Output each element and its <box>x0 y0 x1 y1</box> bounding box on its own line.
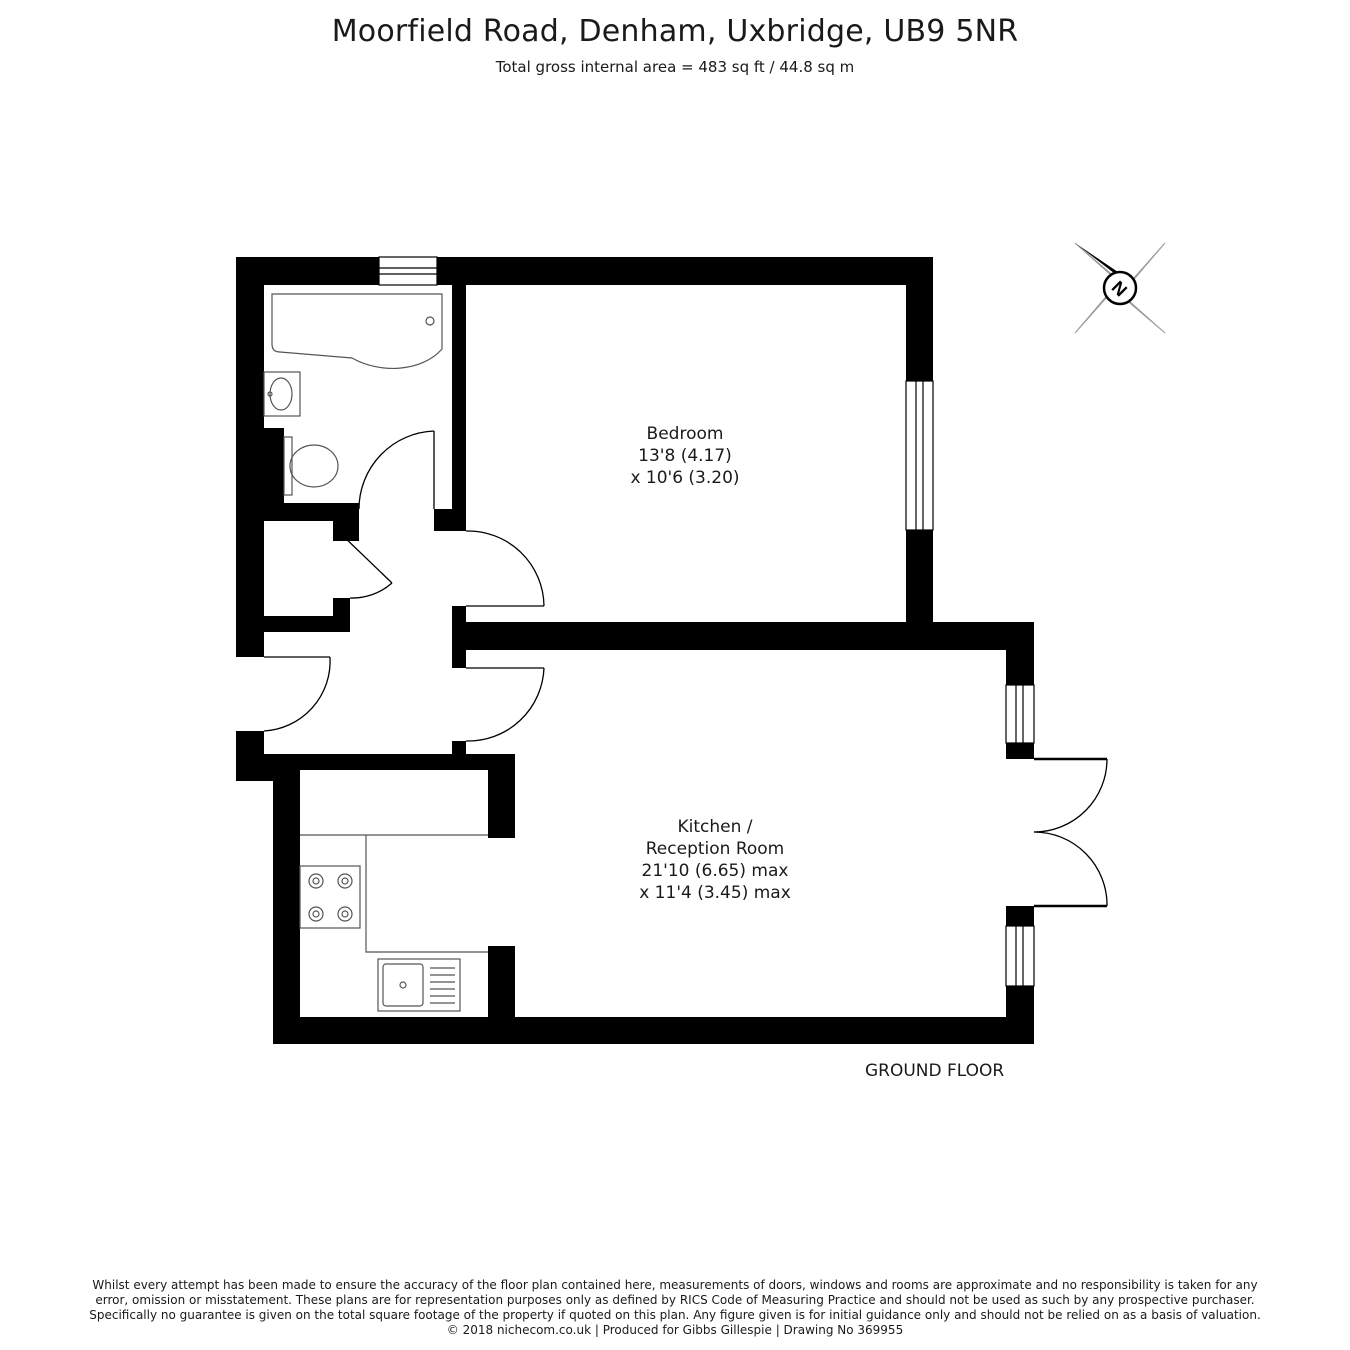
floor-label: GROUND FLOOR <box>865 1061 1005 1081</box>
hob-icon <box>299 865 361 929</box>
wall <box>488 754 515 838</box>
bath-icon <box>271 293 443 369</box>
kitchen-dim1: 21'10 (6.65) max <box>641 861 789 881</box>
disclaimer-line: error, omission or misstatement. These p… <box>95 1293 1255 1307</box>
kitchen-label: Kitchen / Reception Room 21'10 (6.65) ma… <box>605 816 825 904</box>
bedroom-label: Bedroom 13'8 (4.17) x 10'6 (3.20) <box>585 423 785 489</box>
bedroom-dim1: 13'8 (4.17) <box>638 446 732 466</box>
wall <box>906 257 933 381</box>
wall <box>466 622 1034 650</box>
doors <box>263 430 1108 908</box>
wall <box>300 754 515 770</box>
bedroom-name: Bedroom <box>646 424 724 444</box>
wall <box>1006 986 1034 1044</box>
wall <box>264 428 284 503</box>
disclaimer-line: Specifically no guarantee is given on th… <box>89 1308 1261 1322</box>
wall <box>452 606 466 668</box>
disclaimer: Whilst every attempt has been made to en… <box>40 1278 1310 1338</box>
copyright-line: © 2018 nichecom.co.uk | Produced for Gib… <box>446 1323 904 1337</box>
bedroom-dim2: x 10'6 (3.20) <box>630 468 740 488</box>
kitchen-name-2: Reception Room <box>645 839 785 859</box>
plan-title: Moorfield Road, Denham, Uxbridge, UB9 5N… <box>331 14 1019 49</box>
wall <box>1006 622 1034 685</box>
wall <box>273 1017 1034 1044</box>
toilet-icon <box>289 444 339 488</box>
wall <box>437 257 933 285</box>
compass-icon: N <box>1074 242 1166 334</box>
wall <box>452 741 466 770</box>
wall <box>273 754 300 1044</box>
kitchen-name: Kitchen / <box>677 817 753 837</box>
toilet-cistern-icon <box>283 436 293 496</box>
wall <box>333 598 350 632</box>
disclaimer-line: Whilst every attempt has been made to en… <box>92 1278 1258 1292</box>
sink-icon <box>377 958 461 1012</box>
plan-area: Total gross internal area = 483 sq ft / … <box>495 58 855 76</box>
fixtures <box>263 293 488 1012</box>
basin-icon <box>263 371 301 417</box>
windows <box>378 256 1035 987</box>
wall <box>333 503 359 541</box>
kitchen-dim2: x 11'4 (3.45) max <box>639 883 791 903</box>
wall <box>452 285 466 531</box>
wall <box>1006 743 1034 759</box>
wall <box>1006 906 1034 926</box>
wall <box>488 946 515 1017</box>
walls <box>236 257 1034 1044</box>
wall <box>264 616 350 632</box>
wall <box>434 509 466 531</box>
wall <box>236 257 264 657</box>
